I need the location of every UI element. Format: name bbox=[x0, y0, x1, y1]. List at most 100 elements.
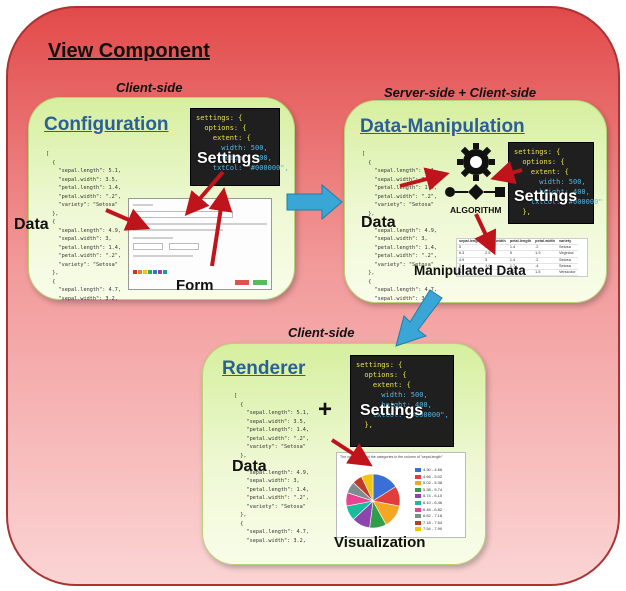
legend-swatch bbox=[415, 487, 421, 492]
settings-code-line: height: 400, bbox=[514, 188, 590, 196]
datamanip-data-arrow bbox=[399, 167, 450, 191]
table-header-cell: sepal.length bbox=[457, 239, 484, 246]
table-header-cell: petal.width bbox=[533, 239, 557, 246]
settings-code-line: settings: { bbox=[196, 114, 243, 122]
form-input bbox=[133, 243, 163, 250]
form-submit-button bbox=[253, 280, 267, 285]
legend-label: 7.18 - 7.54 bbox=[423, 519, 443, 525]
settings-code-line: txtCol: "#000000", bbox=[196, 164, 289, 172]
settings-code-line: extent: { bbox=[514, 168, 569, 176]
pie-slice bbox=[361, 473, 374, 502]
code-line: }, bbox=[362, 270, 375, 276]
legend-swatch bbox=[415, 494, 421, 499]
configuration-form-label: Form bbox=[176, 277, 214, 294]
diagram-title: View Component bbox=[48, 40, 210, 62]
legend-item: 5.74 - 6.10 bbox=[415, 493, 442, 498]
settings-code-line: txtCol: "#000000" bbox=[514, 198, 603, 206]
code-line: "petal.length": 1.4, bbox=[46, 185, 121, 191]
settings-code-line: width: 500, bbox=[196, 144, 268, 152]
table-cell: 3 bbox=[483, 257, 508, 264]
code-line: "sepal.length": 4.9, bbox=[46, 227, 121, 234]
code-line: "petal.length": 1.4, bbox=[234, 486, 309, 493]
plus-sign: + bbox=[318, 396, 333, 423]
code-line: "petal.width": ".2", bbox=[46, 253, 121, 259]
table-cell: 1.4 bbox=[507, 257, 534, 264]
settings-code-line: height: 400, bbox=[196, 154, 272, 162]
legend-item: 5.02 - 5.38 bbox=[415, 480, 442, 485]
algorithm-output-arrow bbox=[474, 213, 497, 256]
settings-code-line: options: { bbox=[356, 371, 407, 379]
legend-label: 5.38 - 5.74 bbox=[423, 486, 443, 492]
configuration-settings-code: settings: { options: { extent: { width: … bbox=[190, 108, 289, 186]
code-line: "petal.width": ".2", bbox=[234, 435, 309, 442]
configuration-title: Configuration bbox=[44, 114, 169, 135]
code-line: "variety": "Setosa" bbox=[362, 202, 434, 208]
code-line: "sepal.width": 3.5, bbox=[46, 176, 118, 183]
renderer-data-code: [ { "sepal.length": 5.1, "sepal.width": … bbox=[234, 392, 309, 545]
settings-code-line: options: { bbox=[196, 124, 247, 132]
code-line: { bbox=[362, 278, 372, 285]
table-cell: 4.9 bbox=[457, 257, 484, 264]
legend-swatch bbox=[415, 474, 421, 479]
table-cell: Virginica bbox=[556, 250, 578, 258]
code-line: "sepal.width": 3, bbox=[234, 478, 300, 484]
code-line: "sepal.length": 5.1, bbox=[46, 168, 121, 174]
code-line: }, bbox=[234, 452, 247, 459]
settings-code-line: }, bbox=[356, 421, 373, 429]
code-line: "variety": "Setosa" bbox=[362, 261, 434, 268]
code-line: "sepal.length": 4.9, bbox=[234, 469, 309, 476]
legend-item: 6.82 - 7.18 bbox=[415, 513, 442, 518]
code-line: { bbox=[234, 401, 244, 408]
datamanip-side-label: Server-side + Client-side bbox=[384, 85, 537, 100]
legend-label: 4.66 - 5.02 bbox=[423, 473, 443, 479]
code-line: "petal.length": 1.4, bbox=[234, 427, 309, 433]
renderer-settings-code: settings: { options: { extent: { width: … bbox=[350, 355, 454, 447]
datamanip-title: Data-Manipulation bbox=[360, 116, 525, 137]
code-line: { bbox=[234, 461, 244, 467]
form-line bbox=[133, 223, 267, 225]
manipulated-data-label: Manipulated Data bbox=[414, 263, 526, 278]
datamanip-data-label: Data bbox=[361, 214, 396, 231]
table-cell: 1.9 bbox=[533, 250, 557, 258]
configuration-settings-label: Settings bbox=[197, 150, 261, 167]
legend-label: 5.74 - 6.10 bbox=[423, 493, 443, 499]
table-cell: 1.4 bbox=[507, 244, 534, 252]
code-line: "sepal.width": 3.5, bbox=[234, 418, 306, 425]
legend-label: 6.82 - 7.18 bbox=[423, 513, 443, 519]
code-line: { bbox=[362, 159, 372, 166]
table-cell: Setosa bbox=[556, 257, 578, 264]
code-line: }, bbox=[46, 210, 59, 217]
config-settings-arrow bbox=[184, 170, 225, 217]
code-line: "sepal.length": 4.7, bbox=[234, 529, 309, 535]
table-cell: .4 bbox=[533, 263, 557, 271]
datamanip-settings-arrow bbox=[490, 161, 523, 185]
legend-swatch bbox=[415, 500, 421, 505]
code-line: "variety": "Setosa" bbox=[46, 202, 118, 208]
table-cell: 5.4 bbox=[457, 263, 484, 271]
table-cell: 6.3 bbox=[457, 250, 484, 258]
legend-swatch bbox=[415, 514, 421, 519]
settings-code-line: width: 500, bbox=[514, 178, 586, 186]
code-line: "sepal.length": 4.7, bbox=[46, 287, 121, 293]
settings-code-line: settings: { bbox=[514, 148, 561, 156]
config-side-label: Client-side bbox=[116, 80, 183, 95]
code-line: "petal.width": ".2", bbox=[234, 495, 309, 501]
settings-code-line: width: 500, bbox=[356, 391, 428, 399]
code-line: "petal.length": 1.4, bbox=[362, 244, 437, 251]
legend-label: 6.10 - 6.46 bbox=[423, 500, 443, 505]
table-cell: 5 bbox=[507, 250, 534, 258]
code-line: "variety": "Setosa" bbox=[234, 444, 306, 450]
legend-label: 7.54 - 7.90 bbox=[423, 526, 443, 532]
table-cell: 4.2 bbox=[507, 269, 534, 277]
code-line: { bbox=[46, 278, 56, 285]
table-cell: 1.5 bbox=[533, 269, 557, 277]
settings-code-line: }, bbox=[514, 208, 531, 216]
table-header-cell: petal.length bbox=[507, 239, 534, 246]
table-cell: Setosa bbox=[556, 263, 578, 271]
table-cell: 1.7 bbox=[507, 263, 534, 271]
settings-code-line: height: 400, bbox=[356, 401, 432, 409]
settings-code-line: options: { bbox=[514, 158, 565, 166]
